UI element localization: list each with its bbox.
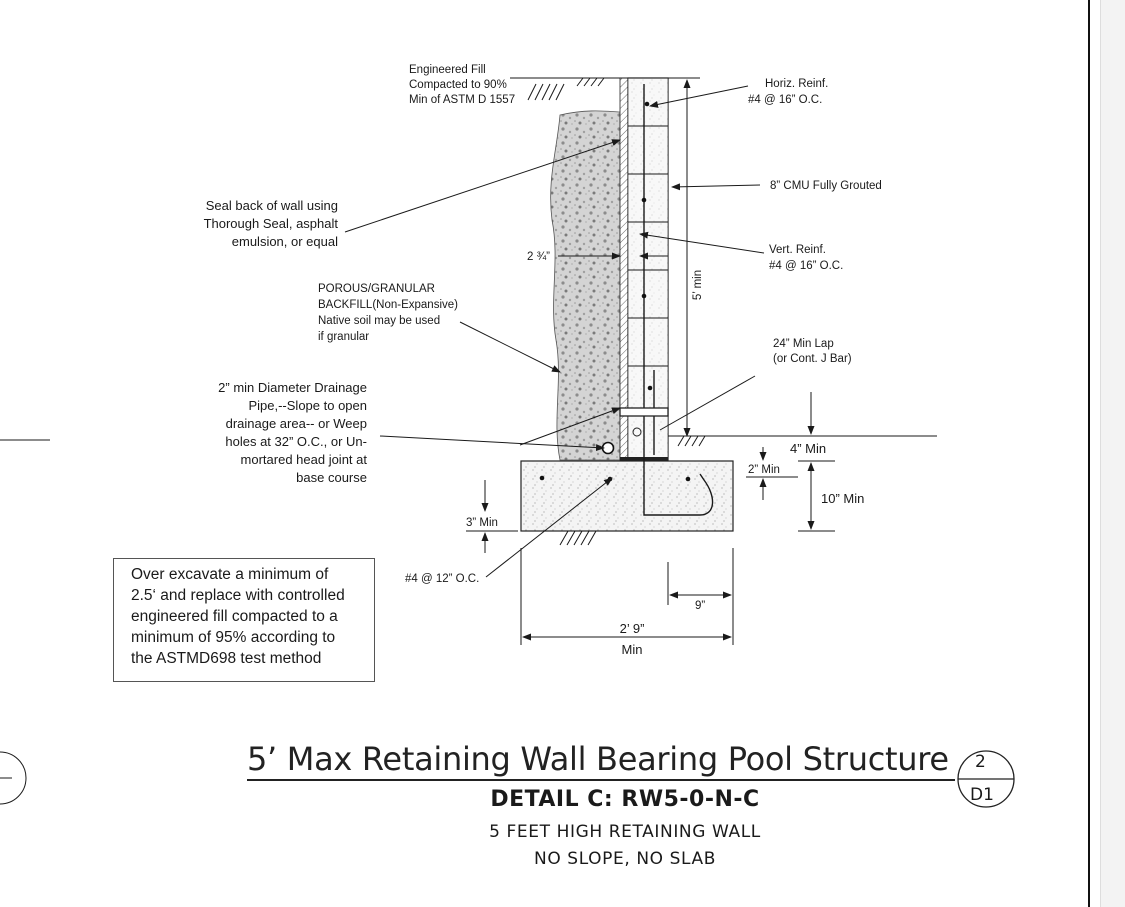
engineered-fill-line3: Min of ASTM D 1557: [409, 94, 515, 106]
soil-hatch-marks: [527, 77, 706, 546]
svg-text:Horiz. Reinf.#4 @ 16” O.C.: Horiz. Reinf. #4 @ 16” O.C.: [748, 78, 828, 106]
sheet-number: D1: [970, 785, 994, 805]
seal-coating: [619, 77, 629, 461]
drain-line6: base course: [296, 470, 367, 485]
dimension-lines: [466, 79, 835, 645]
leader-lines: [344, 85, 765, 578]
dim-4in-label: 4” Min: [790, 441, 826, 456]
horizontal-rebar-dots: [641, 101, 653, 391]
vert-reinf-line1: Vert. Reinf.: [769, 244, 826, 256]
drawing-title: 5’ Max Retaining Wall Bearing Pool Struc…: [247, 740, 949, 778]
cmu-course-lines: [628, 125, 668, 367]
wall-height-dimension: 5’ min: [692, 270, 704, 300]
note-line: engineered fill compacted to a: [131, 608, 338, 625]
seal-line2: Thorough Seal, asphalt: [204, 216, 339, 231]
concrete-footing: [520, 460, 734, 532]
drain-line1: 2” min Diameter Drainage: [218, 380, 367, 395]
dim-2in-label: 2” Min: [748, 464, 780, 476]
horiz-reinf-line2: #4 @ 16” O.C.: [748, 94, 822, 106]
note-line: minimum of 95% according to: [131, 629, 336, 646]
adjacent-bubble-fragment: [0, 751, 27, 805]
detail-bubble: [957, 750, 1015, 808]
dim-9in-label: 9”: [695, 600, 705, 612]
drain-line4: holes at 32” O.C., or Un-: [225, 434, 367, 449]
horiz-reinf-line1: Horiz. Reinf.: [765, 78, 828, 90]
backfill-line1: POROUS/GRANULAR: [318, 283, 435, 295]
cmu-grout-fill: [628, 78, 668, 460]
drain-line2: Pipe,--Slope to open: [248, 398, 367, 413]
seal-line3: emulsion, or equal: [232, 234, 338, 249]
lap-line1: 24” Min Lap: [773, 338, 834, 350]
vert-reinf-line2: #4 @ 16” O.C.: [769, 260, 843, 272]
backfill-line3: Native soil may be used: [318, 315, 440, 327]
subtitle-slope: NO SLOPE, NO SLAB: [534, 849, 716, 869]
subtitle-height: 5 FEET HIGH RETAINING WALL: [489, 822, 761, 842]
svg-text:24” Min Lap(or Cont. J Bar): 24” Min Lap (or Cont. J Bar): [773, 338, 852, 365]
scroll-gutter: [1100, 0, 1125, 907]
footing-rebar-label: #4 @ 12” O.C.: [405, 573, 479, 585]
dim-3in-label: 3” Min: [466, 517, 498, 529]
drain-line3: drainage area-- or Weep: [226, 416, 367, 431]
drain-line5: mortared head joint at: [241, 452, 368, 467]
note-line: Over excavate a minimum of: [131, 566, 329, 583]
bond-beam-course: [619, 407, 669, 417]
engineered-fill-line2: Compacted to 90%: [409, 79, 507, 91]
detail-code: DETAIL C: RW5-0-N-C: [490, 787, 760, 812]
dim-width-min-label: Min: [622, 642, 643, 657]
gravel-backfill: [550, 110, 621, 461]
lap-leader-circle: [632, 427, 642, 437]
svg-text:Vert. Reinf.#4 @ 16” O.C.: Vert. Reinf. #4 @ 16” O.C.: [769, 244, 843, 272]
lap-line2: (or Cont. J Bar): [773, 353, 852, 365]
note-line: 2.5‘ and replace with controlled: [131, 587, 345, 604]
over-excavate-note: Over excavate a minimum of 2.5‘ and repl…: [113, 558, 375, 682]
gap-dimension: 2 ¾”: [527, 251, 550, 263]
j-bar: [643, 455, 714, 516]
note-line: the ASTMD698 test method: [131, 650, 322, 667]
seal-line1: Seal back of wall using: [206, 198, 338, 213]
backfill-line4: if granular: [318, 331, 369, 343]
drain-pipe: [601, 441, 615, 455]
dim-width-label: 2’ 9”: [620, 621, 645, 636]
backfill-line2: BACKFILL(Non-Expansive): [318, 299, 458, 311]
detail-number: 2: [975, 752, 986, 772]
cmu-label: 8” CMU Fully Grouted: [770, 180, 882, 192]
dim-10in-label: 10” Min: [821, 491, 864, 506]
engineered-fill-line1: Engineered Fill: [409, 64, 486, 76]
sheet-border-line: [1088, 0, 1090, 907]
title-underline: [247, 779, 955, 781]
